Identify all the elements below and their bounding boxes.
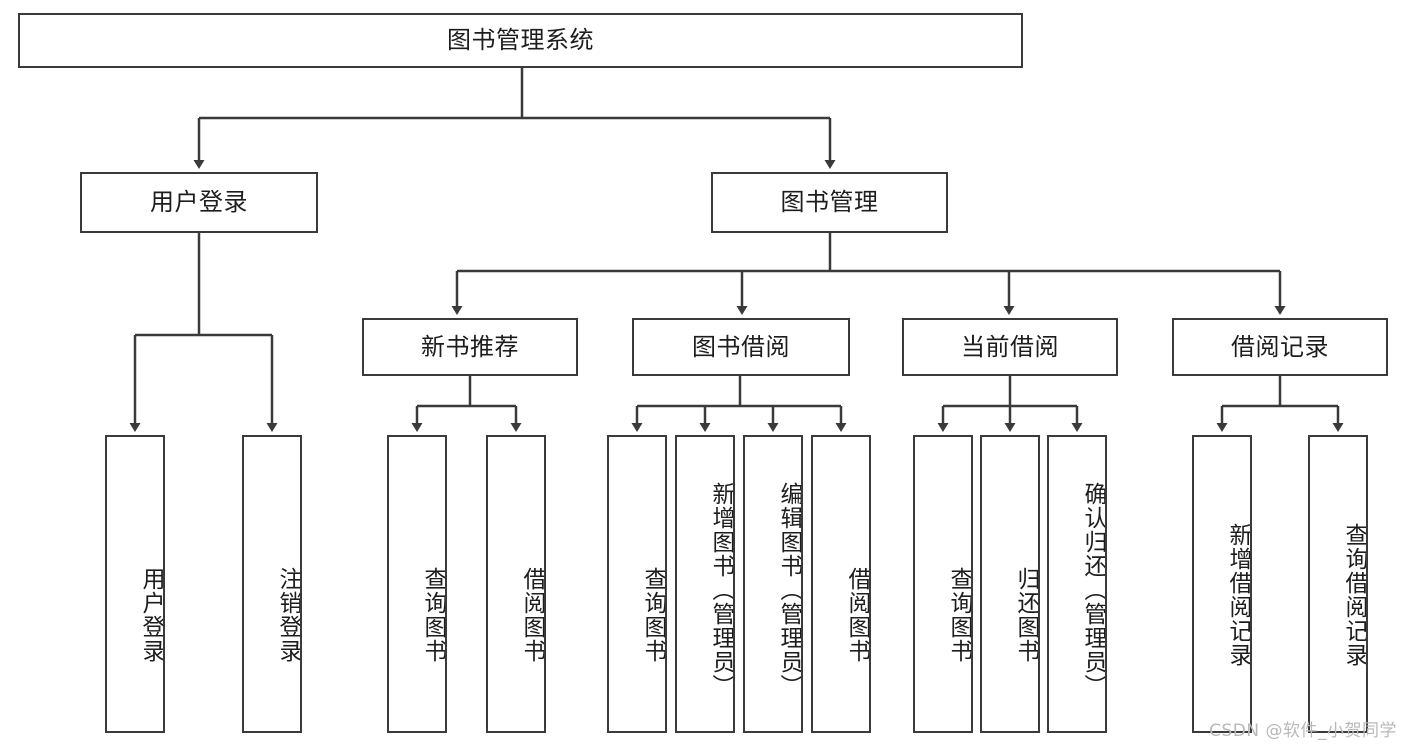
leaf-user-login-signout[interactable]: 注销登录 <box>242 435 302 733</box>
node-label: 借阅图书 <box>519 567 545 663</box>
leaf-current-borrow-query[interactable]: 查询图书 <box>913 435 973 733</box>
node-label: 查询图书 <box>640 567 666 663</box>
node-label: 图书借阅 <box>692 332 790 361</box>
node-label: 确认归还（管理员） <box>1080 482 1106 698</box>
node-label: 查询图书 <box>420 567 446 663</box>
node-book-management[interactable]: 图书管理 <box>711 172 948 233</box>
node-user-login[interactable]: 用户登录 <box>80 172 318 233</box>
node-label: 查询图书 <box>946 567 972 663</box>
node-label: 新书推荐 <box>421 332 519 361</box>
node-label: 查询借阅记录 <box>1341 523 1367 667</box>
node-label: 借阅记录 <box>1231 332 1329 361</box>
node-borrow-record[interactable]: 借阅记录 <box>1172 318 1388 376</box>
node-root-system[interactable]: 图书管理系统 <box>18 13 1023 68</box>
leaf-book-borrow-query[interactable]: 查询图书 <box>607 435 667 733</box>
node-label: 用户登录 <box>138 567 164 663</box>
node-label: 新增图书（管理员） <box>708 482 734 698</box>
node-label: 编辑图书（管理员） <box>776 482 802 698</box>
node-label: 用户登录 <box>150 188 248 217</box>
leaf-user-login-signin[interactable]: 用户登录 <box>105 435 165 733</box>
csdn-watermark: CSDN @软件_小贺同学 <box>1209 721 1397 741</box>
node-book-borrow[interactable]: 图书借阅 <box>632 318 850 376</box>
leaf-current-borrow-confirm-return[interactable]: 确认归还（管理员） <box>1047 435 1107 733</box>
leaf-borrow-record-query[interactable]: 查询借阅记录 <box>1308 435 1368 733</box>
leaf-book-borrow-add[interactable]: 新增图书（管理员） <box>675 435 735 733</box>
node-label: 注销登录 <box>275 567 301 663</box>
node-label: 借阅图书 <box>844 567 870 663</box>
node-label: 图书管理系统 <box>447 26 594 55</box>
leaf-new-book-query[interactable]: 查询图书 <box>387 435 447 733</box>
leaf-book-borrow-lend[interactable]: 借阅图书 <box>811 435 871 733</box>
leaf-current-borrow-return[interactable]: 归还图书 <box>980 435 1040 733</box>
node-label: 归还图书 <box>1013 567 1039 663</box>
leaf-new-book-borrow[interactable]: 借阅图书 <box>486 435 546 733</box>
node-label: 新增借阅记录 <box>1225 523 1251 667</box>
node-current-borrow[interactable]: 当前借阅 <box>902 318 1118 376</box>
node-label: 图书管理 <box>780 188 879 217</box>
node-label: 当前借阅 <box>961 332 1059 361</box>
leaf-book-borrow-edit[interactable]: 编辑图书（管理员） <box>743 435 803 733</box>
leaf-borrow-record-add[interactable]: 新增借阅记录 <box>1192 435 1252 733</box>
node-new-book-recommend[interactable]: 新书推荐 <box>362 318 578 376</box>
